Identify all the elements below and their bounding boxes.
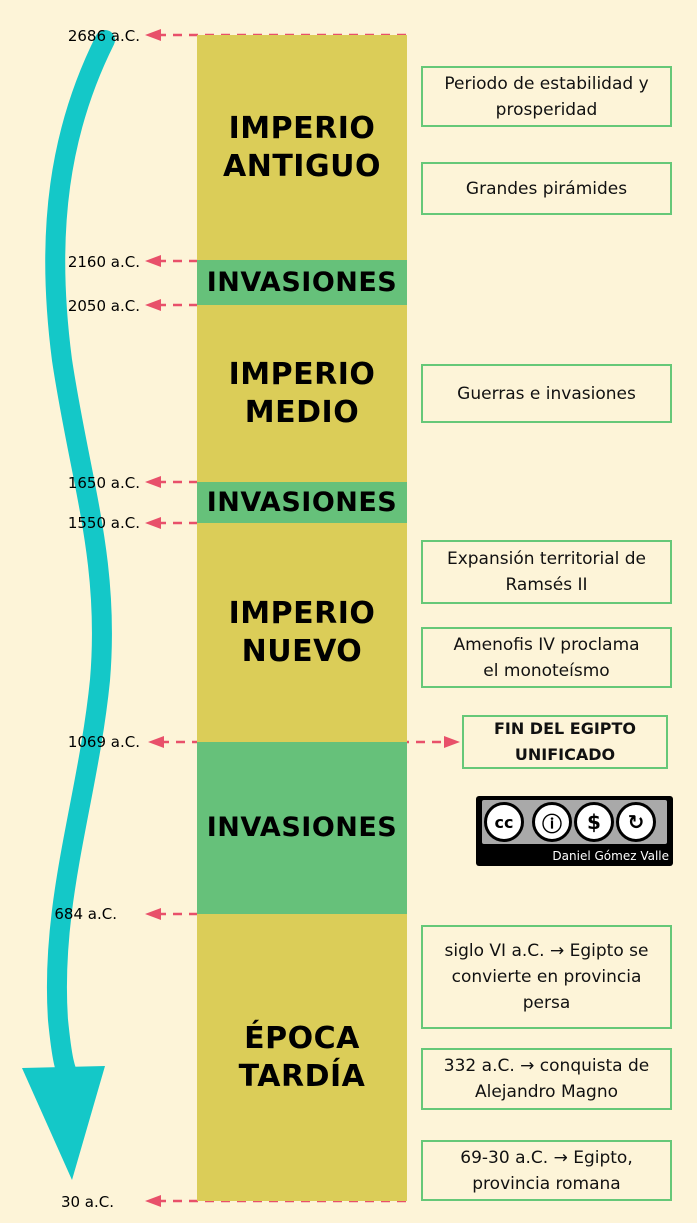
cc-author: Daniel Gómez Valle (552, 849, 669, 863)
dashed-arrowhead (145, 255, 161, 267)
period-invasiones-1: INVASIONES (197, 260, 407, 305)
note-piramides: Grandes pirámides (421, 162, 672, 215)
dashed-arrowhead (145, 299, 161, 311)
date-label: 2686 a.C. (67, 27, 140, 45)
note-romana: 69-30 a.C. → Egipto, provincia romana (421, 1140, 672, 1201)
dashed-arrowhead (444, 736, 460, 748)
period-label: ÉPOCA TARDÍA (238, 1020, 366, 1094)
date-label: 1650 a.C. (67, 474, 140, 492)
period-imperio-antiguo: IMPERIO ANTIGUO (197, 35, 407, 260)
cc-icon: cc (484, 802, 524, 842)
period-invasiones-3: INVASIONES (197, 742, 407, 914)
period-label: INVASIONES (206, 266, 398, 298)
note-fin-egipto: FIN DEL EGIPTO UNIFICADO (462, 715, 668, 769)
period-label: IMPERIO ANTIGUO (223, 110, 381, 184)
date-label: 2160 a.C. (67, 253, 140, 271)
time-arrow-shaft (45, 30, 115, 1090)
period-imperio-nuevo: IMPERIO NUEVO (197, 523, 407, 742)
date-label: 30 a.C. (60, 1193, 114, 1211)
period-label: IMPERIO MEDIO (228, 356, 376, 430)
dashed-arrowhead (145, 29, 161, 41)
note-persa: siglo VI a.C. → Egipto se convierte en p… (421, 925, 672, 1029)
note-estabilidad: Periodo de estabilidad y prosperidad (421, 66, 672, 127)
time-arrow-head (22, 1066, 105, 1180)
note-alejandro: 332 a.C. → conquista de Alejandro Magno (421, 1048, 672, 1110)
dashed-arrowhead (145, 517, 161, 529)
note-ramses: Expansión territorial de Ramsés II (421, 540, 672, 604)
cc-license-badge[interactable]: cc ⓘ $ ↻ Daniel Gómez Valle (476, 796, 673, 866)
period-invasiones-2: INVASIONES (197, 482, 407, 523)
period-label: INVASIONES (206, 812, 398, 843)
period-epoca-tardia: ÉPOCA TARDÍA (197, 914, 407, 1201)
attribution-icon: ⓘ (532, 802, 572, 842)
dashed-arrowhead (148, 736, 164, 748)
date-label: 684 a.C. (54, 905, 117, 923)
date-label: 2050 a.C. (67, 297, 140, 315)
dashed-arrowhead (145, 476, 161, 488)
noncommercial-icon: $ (574, 802, 614, 842)
note-amenofis: Amenofis IV proclama el monoteísmo (421, 627, 672, 688)
cc-icons-strip: cc ⓘ $ ↻ (482, 800, 667, 844)
period-label: INVASIONES (206, 486, 398, 518)
dashed-arrowhead (145, 1195, 161, 1207)
period-label: IMPERIO NUEVO (228, 595, 376, 669)
date-label: 1069 a.C. (67, 733, 140, 751)
note-guerras: Guerras e invasiones (421, 364, 672, 423)
dashed-arrowhead (145, 908, 161, 920)
period-imperio-medio: IMPERIO MEDIO (197, 305, 407, 482)
date-label: 1550 a.C. (67, 514, 140, 532)
sharealike-icon: ↻ (616, 802, 656, 842)
